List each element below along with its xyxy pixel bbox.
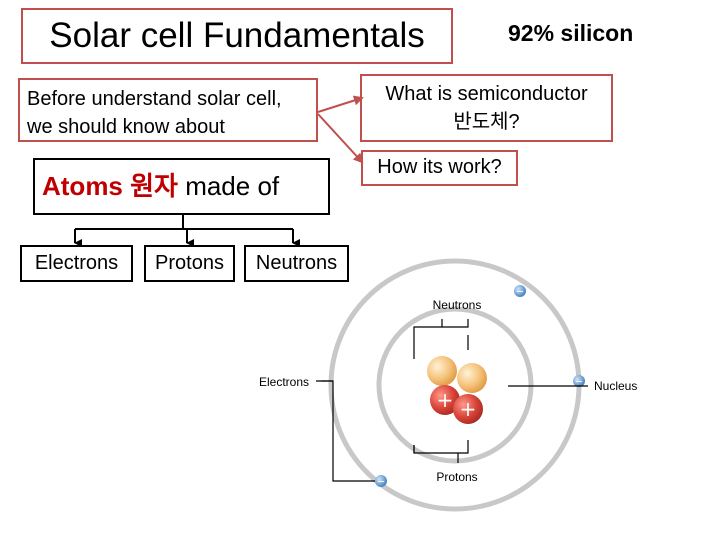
diagram-label-electrons: Electrons [259, 375, 309, 389]
arrow-to-semiconductor [317, 95, 364, 113]
neutrons-label: Neutrons [255, 252, 338, 274]
atoms-word: Atoms 원자 [42, 171, 178, 201]
proton-2: + [453, 394, 483, 424]
intro-box: Before understand solar cell, we should … [18, 78, 318, 142]
electron-right: − [573, 375, 585, 388]
how-it-works-text: How its work? [377, 156, 502, 178]
electrons-label: Electrons [34, 252, 119, 274]
proton-2-symbol: + [460, 397, 477, 421]
electron-top-symbol: − [516, 287, 524, 298]
semiconductor-question-line-2: 반도체? [453, 111, 520, 133]
neutron-2 [457, 363, 487, 393]
atom-diagram: − − − + [259, 258, 637, 512]
how-it-works-box: How its work? [361, 150, 518, 186]
intro-connector-arrows [317, 95, 364, 164]
intro-line-1: Before understand solar cell, [27, 88, 282, 110]
electron-top: − [514, 285, 526, 298]
proton-1-symbol: + [437, 388, 454, 412]
neutron-1 [427, 356, 457, 386]
atoms-box: Atoms 원자 made of [33, 158, 330, 215]
diagram-label-neutrons: Neutrons [433, 298, 482, 312]
arrow-to-how-it-works [317, 113, 364, 164]
silicon-note: 92% silicon [508, 20, 634, 46]
inner-orbit [376, 306, 534, 464]
electron-bottom-symbol: − [377, 477, 385, 488]
electron-bottom: − [375, 475, 387, 488]
atoms-suffix: made of [177, 171, 280, 201]
diagram-label-protons: Protons [436, 470, 477, 484]
atom-tree-connectors [74, 215, 300, 247]
electron-right-symbol: − [575, 377, 583, 388]
semiconductor-question-line-1: What is semiconductor [385, 83, 588, 105]
intro-line-2: we should know about [27, 116, 225, 138]
semiconductor-question-box: What is semiconductor 반도체? [360, 74, 613, 142]
nucleus: + + [427, 356, 487, 424]
diagram-label-nucleus: Nucleus [594, 379, 637, 393]
protons-label: Protons [155, 252, 224, 274]
page-title: Solar cell Fundamentals [49, 16, 425, 55]
title-box: Solar cell Fundamentals [21, 8, 453, 64]
proton-1: + [430, 385, 460, 415]
leader-lines [316, 319, 588, 482]
